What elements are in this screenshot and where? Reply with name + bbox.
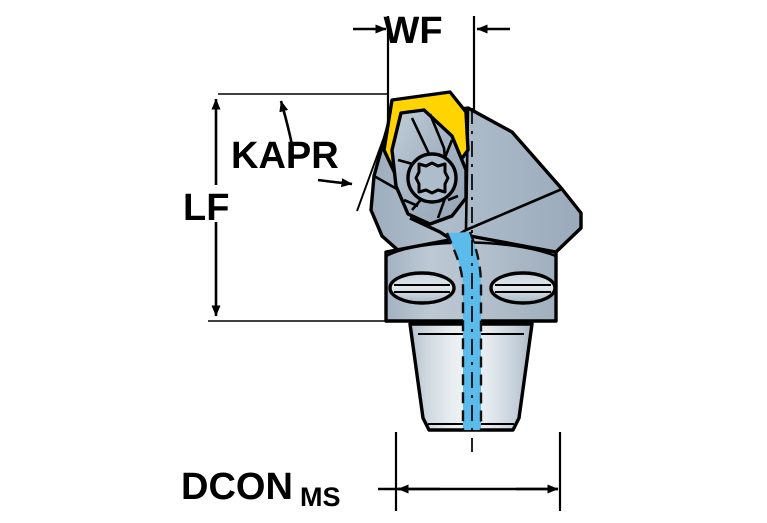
kapr-leader-upper <box>279 100 294 146</box>
kapr-leader-lower <box>317 178 353 188</box>
clamping-slot-left <box>388 271 456 305</box>
wf-label: WF <box>383 10 442 52</box>
head-facet-line-2 <box>465 187 563 232</box>
torx-screw <box>406 152 458 204</box>
lf-dimension-group <box>208 93 388 322</box>
dcon-label: DCON <box>181 466 293 508</box>
clamping-slot <box>489 271 557 305</box>
clamping-slot <box>388 271 456 305</box>
kapr-label: KAPR <box>231 135 339 177</box>
dcon-dimension-group <box>378 432 562 511</box>
lf-label: LF <box>183 187 229 229</box>
clamping-slot-right <box>489 271 557 305</box>
coolant-edge-left <box>445 232 465 430</box>
torx-drive-socket <box>414 161 450 195</box>
clamp-facet-6 <box>447 194 459 202</box>
clamp-facet-5 <box>403 198 419 208</box>
dcon-subscript-label: MS <box>300 482 341 512</box>
coolant-edge-right <box>468 231 483 430</box>
